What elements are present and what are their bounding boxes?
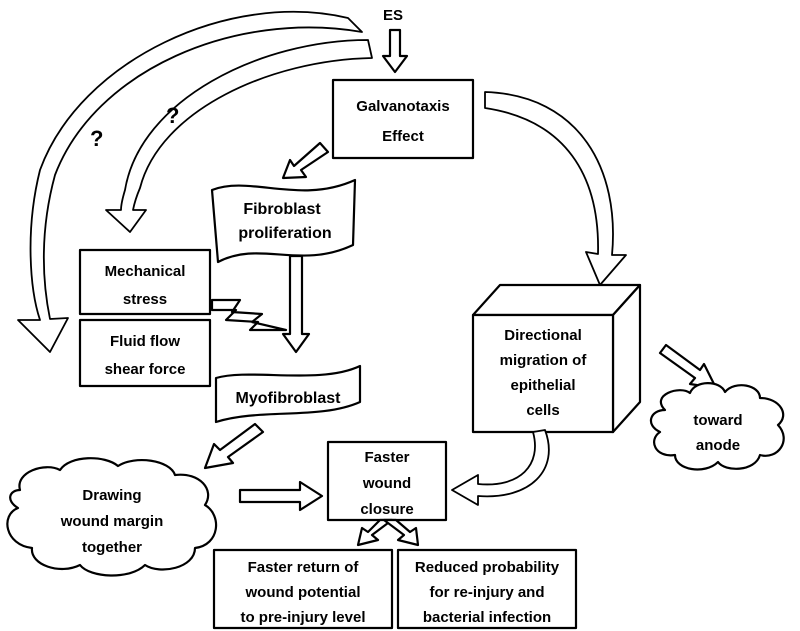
svg-text:Faster: Faster	[364, 449, 409, 466]
es-label: ES	[383, 7, 403, 24]
svg-text:Fluid flow: Fluid flow	[110, 333, 180, 350]
svg-text:bacterial infection: bacterial infection	[423, 609, 551, 626]
svg-text:Galvanotaxis: Galvanotaxis	[356, 98, 449, 115]
svg-text:wound margin: wound margin	[60, 513, 164, 530]
toward-anode-cloud: toward anode	[649, 382, 785, 471]
svg-text:Drawing: Drawing	[82, 487, 141, 504]
question-mark-inner: ?	[166, 103, 179, 128]
svg-text:wound potential: wound potential	[245, 584, 361, 601]
galvanotaxis-box: Galvanotaxis Effect	[331, 78, 475, 160]
reduced-probability-box: Reduced probability for re-injury and ba…	[396, 548, 578, 630]
question-mark-outer: ?	[90, 126, 103, 151]
svg-text:Myofibroblast: Myofibroblast	[236, 390, 342, 407]
svg-text:Reduced probability: Reduced probability	[415, 559, 560, 576]
faster-return-box: Faster return of wound potential to pre-…	[212, 548, 394, 630]
svg-text:migration of: migration of	[500, 352, 588, 369]
svg-text:for re-injury and: for re-injury and	[429, 584, 544, 601]
svg-text:Faster return of: Faster return of	[248, 559, 360, 576]
svg-text:epithelial: epithelial	[510, 377, 575, 394]
svg-text:wound: wound	[362, 475, 411, 492]
lightning-bolt-icon	[210, 298, 288, 332]
svg-text:proliferation: proliferation	[238, 225, 331, 242]
drawing-wound-margin-cloud: Drawing wound margin together	[6, 457, 218, 577]
svg-text:stress: stress	[123, 291, 167, 308]
svg-text:Directional: Directional	[504, 327, 582, 344]
svg-text:closure: closure	[360, 501, 413, 518]
migration-to-anode-arrow	[658, 343, 718, 390]
svg-text:shear force: shear force	[105, 361, 186, 378]
svg-text:together: together	[82, 539, 142, 556]
galvanotaxis-to-fibroblast-arrow	[281, 141, 330, 180]
fibroblast-to-myofibroblast-arrow	[281, 254, 311, 354]
myofibroblast-to-drawing-arrow	[203, 422, 265, 470]
drawing-to-closure-arrow	[238, 480, 324, 512]
closure-split-arrows	[356, 518, 420, 547]
directional-migration-cube: Directional migration of epithelial cell…	[471, 283, 642, 434]
svg-text:Mechanical: Mechanical	[105, 263, 186, 280]
svg-text:toward: toward	[693, 412, 742, 429]
svg-text:to pre-injury level: to pre-injury level	[240, 609, 365, 626]
faster-closure-box: Faster wound closure	[326, 440, 448, 522]
svg-text:anode: anode	[696, 437, 740, 454]
mechanical-stress-box: Mechanical stress	[78, 248, 212, 316]
es-down-arrow	[381, 28, 409, 74]
inner-curved-arrow	[105, 39, 373, 233]
galvanotaxis-to-migration-arrow	[484, 91, 627, 286]
fluid-flow-box: Fluid flow shear force	[78, 318, 212, 388]
fibroblast-banner: Fibroblast proliferation	[210, 178, 357, 264]
outer-curved-arrow	[17, 10, 363, 353]
svg-text:Effect: Effect	[382, 128, 424, 145]
myofibroblast-banner: Myofibroblast	[214, 364, 362, 424]
migration-to-closure-arrow	[451, 429, 550, 506]
svg-text:Fibroblast: Fibroblast	[243, 201, 321, 218]
svg-text:cells: cells	[526, 402, 559, 419]
